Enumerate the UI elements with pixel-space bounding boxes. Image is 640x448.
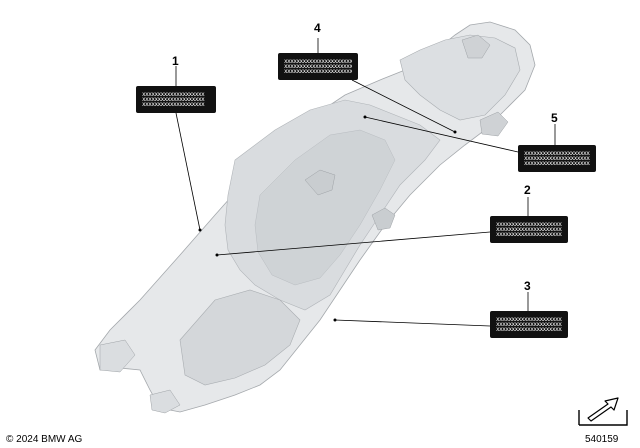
label-box-2[interactable]: xxxxxxxxxxxxxxxxxxxxxx xxxxxxxxxxxxxxxxx… — [490, 216, 568, 243]
label-box-1[interactable]: xxxxxxxxxxxxxxxxxxxx xxxxxxxxxxxxxxxxxxx… — [136, 86, 216, 113]
label-line: xxxxxxxxxxxxxxxxxxxx — [142, 97, 205, 102]
leader-line-5b — [364, 116, 519, 153]
leader-line-4b — [351, 79, 456, 133]
callout-number-4: 4 — [314, 21, 321, 35]
label-line: xxxxxxxxxxxxxxxxxxxxxx — [496, 232, 562, 237]
rear-frame-part — [94, 21, 536, 414]
arrow-in-box-icon[interactable] — [578, 392, 628, 426]
callout-number-5: 5 — [551, 111, 558, 125]
label-line: xxxxxxxxxxxxxxxxxxxxxx — [524, 156, 590, 161]
label-box-3[interactable]: xxxxxxxxxxxxxxxxxxxxxx xxxxxxxxxxxxxxxxx… — [490, 311, 568, 338]
callout-number-3: 3 — [524, 279, 531, 293]
leader-line-1 — [175, 112, 201, 231]
label-line: xxxxxxxxxxxxxxxxxxxxxxxx — [284, 69, 352, 74]
label-line: xxxxxxxxxxxxxxxxxxxxxxxx — [284, 64, 352, 69]
leader-lines — [175, 38, 556, 327]
copyright-text: © 2024 BMW AG — [6, 434, 83, 445]
label-line: xxxxxxxxxxxxxxxxxxxxxxxx — [284, 59, 352, 64]
label-line: xxxxxxxxxxxxxxxxxxxxxx — [496, 327, 562, 332]
leader-dots — [198, 115, 457, 322]
leader-dot-1 — [198, 228, 202, 232]
label-line: xxxxxxxxxxxxxxxxxxxxxx — [496, 227, 562, 232]
leader-dot-2 — [215, 253, 219, 257]
label-line: xxxxxxxxxxxxxxxxxxxxxx — [524, 161, 590, 166]
leader-dot-5 — [363, 115, 367, 119]
label-box-5[interactable]: xxxxxxxxxxxxxxxxxxxxxx xxxxxxxxxxxxxxxxx… — [518, 145, 596, 172]
leader-line-3 — [334, 319, 491, 327]
label-line: xxxxxxxxxxxxxxxxxxxxxx — [496, 222, 562, 227]
leader-dot-3 — [333, 318, 337, 322]
label-line: xxxxxxxxxxxxxxxxxxxxxx — [524, 151, 590, 156]
diagram-id: 540159 — [585, 434, 619, 445]
label-line: xxxxxxxxxxxxxxxxxxxxxx — [496, 317, 562, 322]
label-line: xxxxxxxxxxxxxxxxxxxxxx — [496, 322, 562, 327]
callout-number-2: 2 — [524, 183, 531, 197]
label-line: xxxxxxxxxxxxxxxxxxxx — [142, 92, 205, 97]
callout-number-1: 1 — [172, 54, 179, 68]
leader-line-2 — [216, 231, 491, 256]
leader-dot-4 — [453, 130, 457, 134]
label-box-4[interactable]: xxxxxxxxxxxxxxxxxxxxxxxx xxxxxxxxxxxxxxx… — [278, 53, 358, 80]
label-line: xxxxxxxxxxxxxxxxxxxx — [142, 102, 205, 107]
